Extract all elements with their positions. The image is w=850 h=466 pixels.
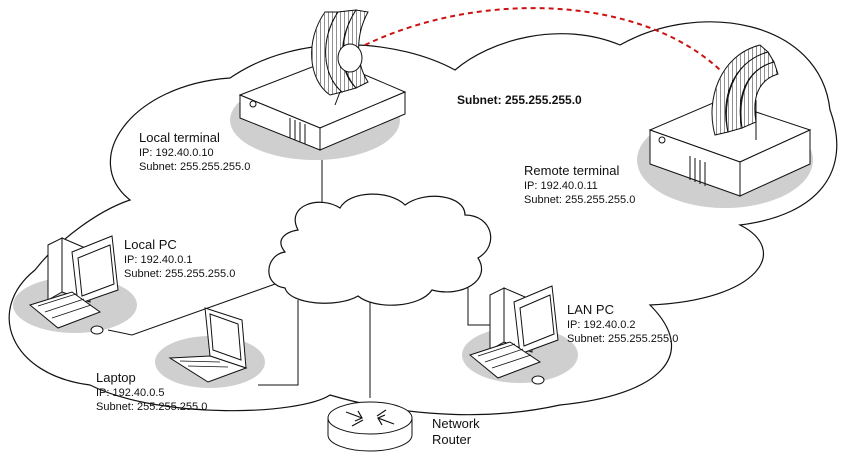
router-line1: Network xyxy=(432,416,480,432)
local-pc-title: Local PC xyxy=(124,237,235,253)
local-pc-label: Local PC IP: 192.40.0.1 Subnet: 255.255.… xyxy=(124,237,235,281)
network-router-label: Network Router xyxy=(432,416,480,448)
local-terminal-ip: IP: 192.40.0.10 xyxy=(139,146,250,160)
lan-pc-title: LAN PC xyxy=(567,302,678,318)
laptop-label: Laptop IP: 192.40.0.5 Subnet: 255.255.25… xyxy=(96,370,207,414)
laptop-ip: IP: 192.40.0.5 xyxy=(96,386,207,400)
remote-terminal-title: Remote terminal xyxy=(524,163,635,179)
router-line2: Router xyxy=(432,432,480,448)
remote-terminal-subnet: Subnet: 255.255.255.0 xyxy=(524,193,635,207)
lan-pc-ip: IP: 192.40.0.2 xyxy=(567,318,678,332)
local-pc-ip: IP: 192.40.0.1 xyxy=(124,253,235,267)
laptop-title: Laptop xyxy=(96,370,207,386)
local-pc-subnet: Subnet: 255.255.255.0 xyxy=(124,267,235,281)
remote-terminal-ip: IP: 192.40.0.11 xyxy=(524,179,635,193)
local-terminal-subnet: Subnet: 255.255.255.0 xyxy=(139,160,250,174)
local-terminal-title: Local terminal xyxy=(139,130,250,146)
laptop-subnet: Subnet: 255.255.255.0 xyxy=(96,400,207,414)
subnet-label: Subnet: 255.255.255.0 xyxy=(457,93,582,107)
lan-pc-subnet: Subnet: 255.255.255.0 xyxy=(567,332,678,346)
local-terminal-label: Local terminal IP: 192.40.0.10 Subnet: 2… xyxy=(139,130,250,174)
network-router-icon xyxy=(328,402,412,451)
remote-terminal-label: Remote terminal IP: 192.40.0.11 Subnet: … xyxy=(524,163,635,207)
lan-pc-label: LAN PC IP: 192.40.0.2 Subnet: 255.255.25… xyxy=(567,302,678,346)
hub-cloud xyxy=(269,194,491,305)
